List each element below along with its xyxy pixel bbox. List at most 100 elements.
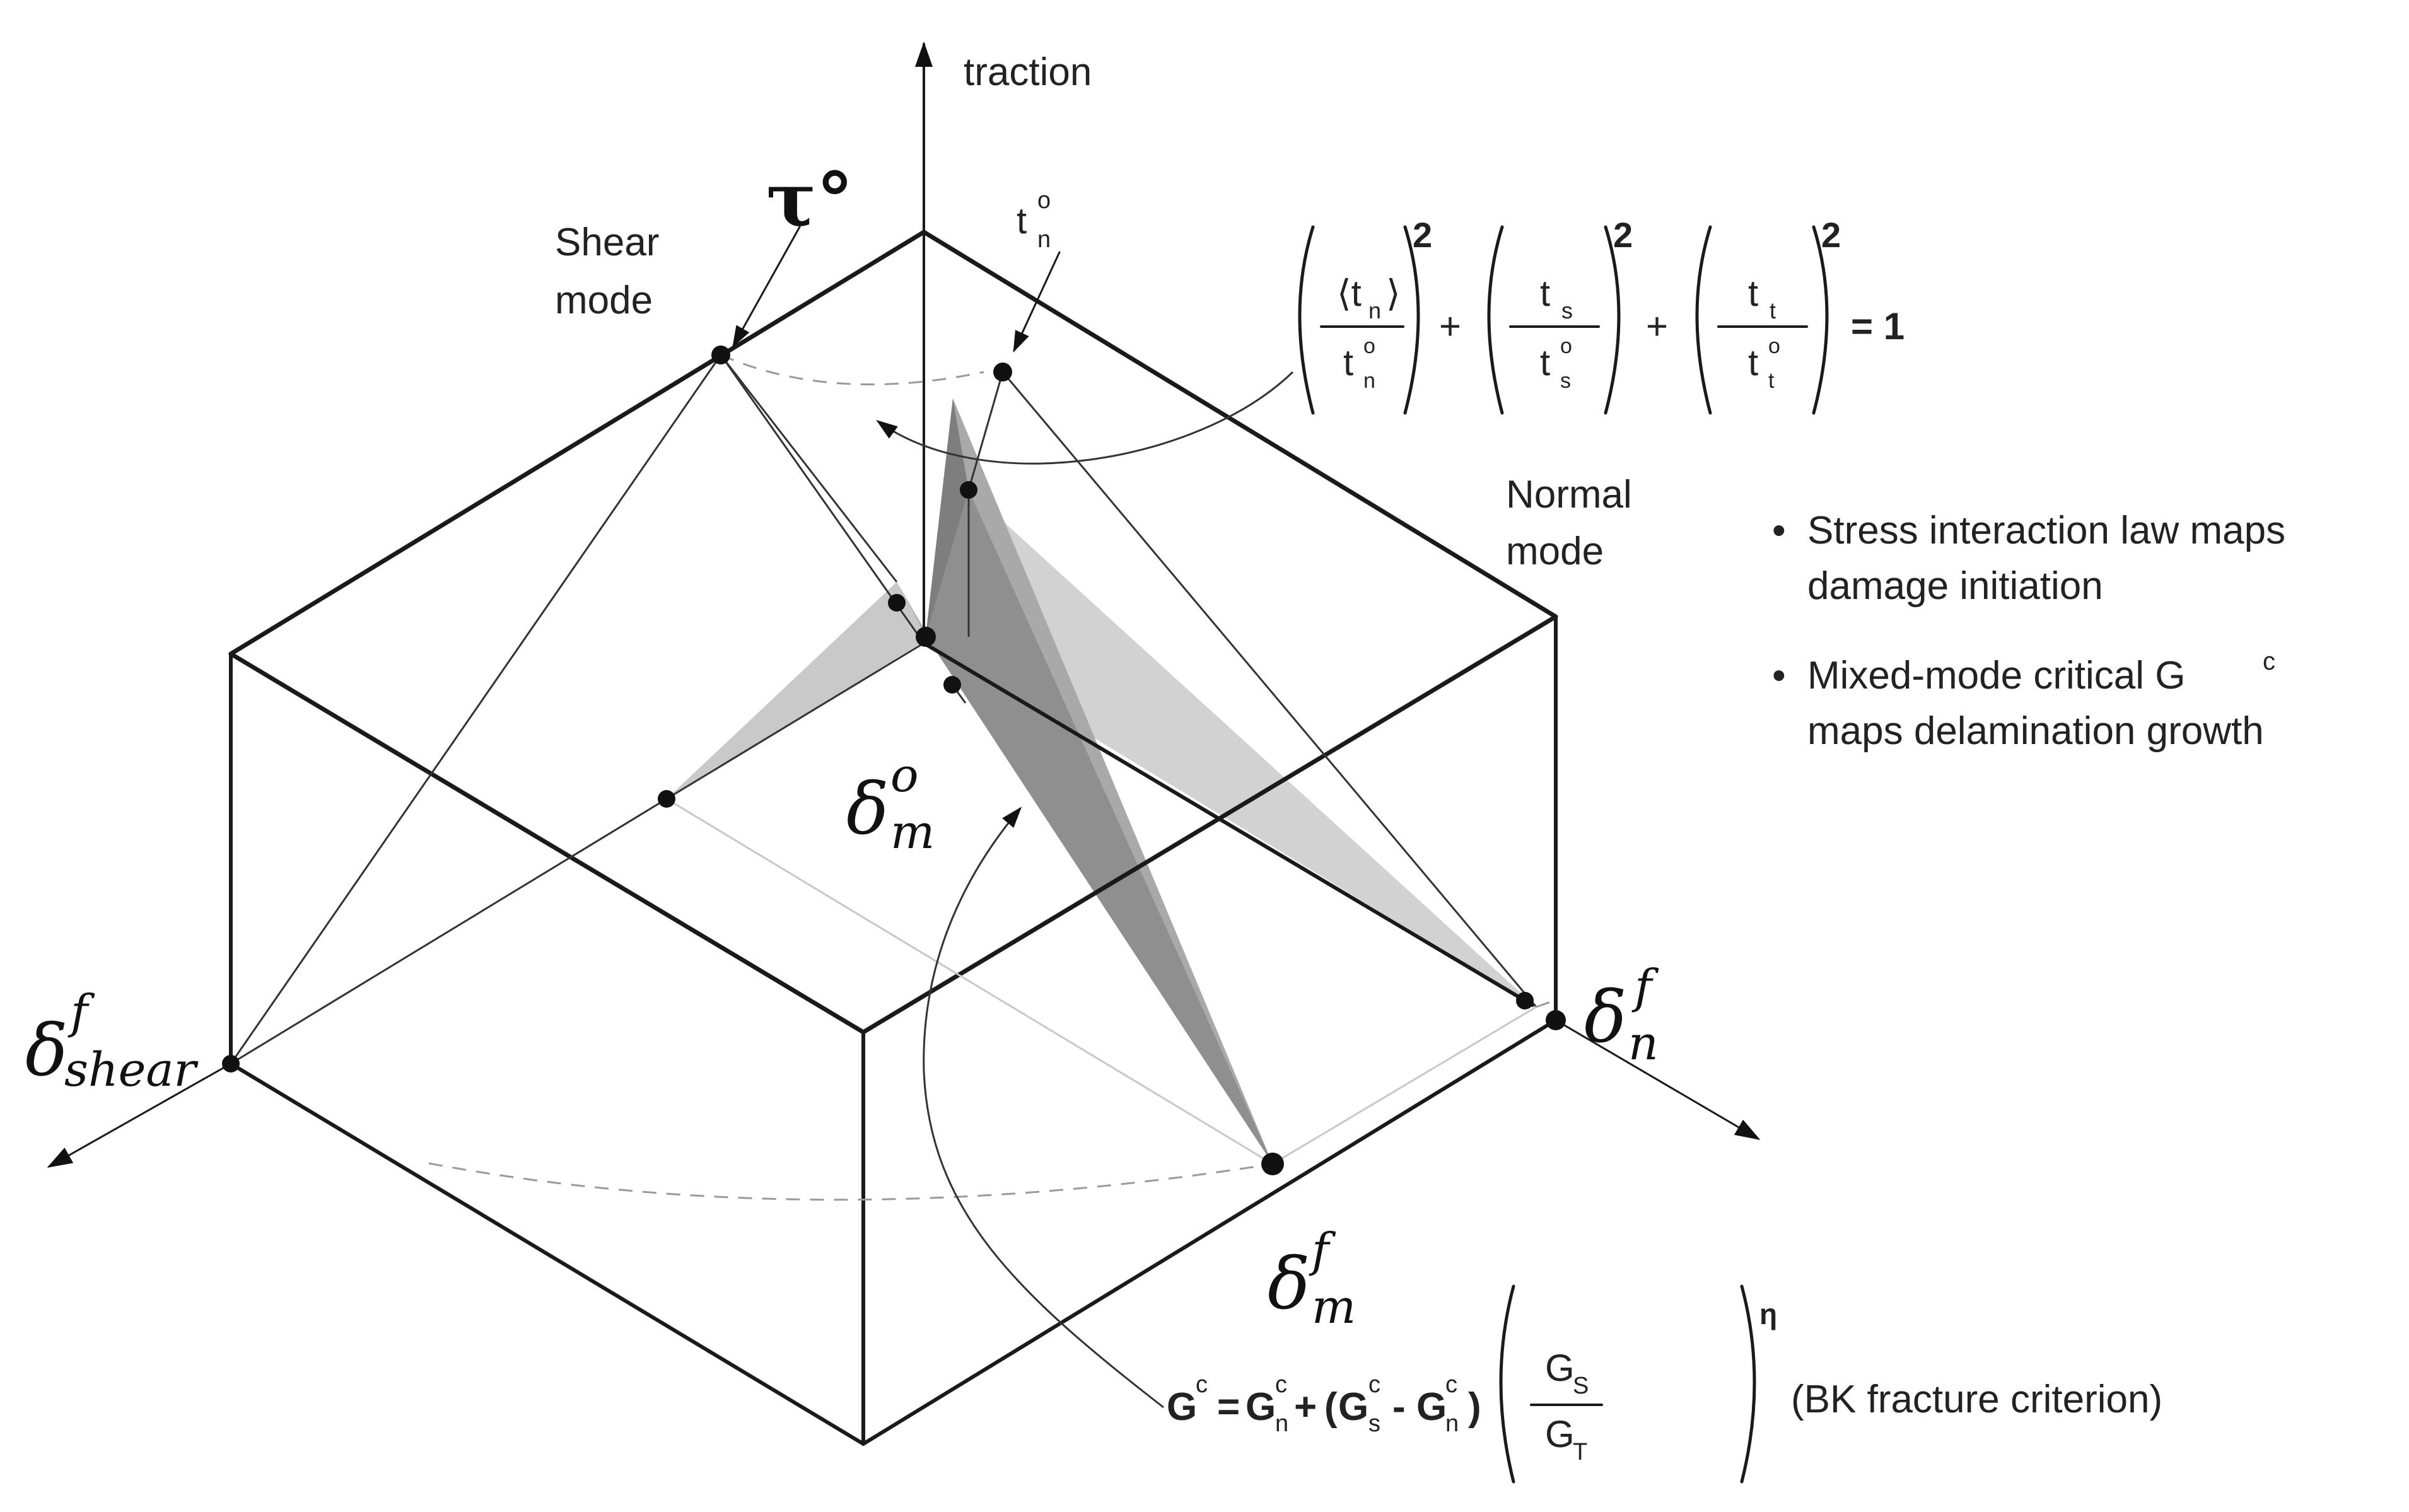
bullet-item: • Mixed-mode critical G c maps delaminat… (1772, 648, 2275, 753)
paren-1-open (1298, 225, 1315, 415)
svg-text:n: n (1628, 1016, 1659, 1071)
svg-text:S: S (1573, 1373, 1589, 1399)
mixed-peak-point (960, 481, 977, 499)
svg-text:2: 2 (1613, 215, 1633, 255)
svg-text:Mixed-mode critical G: Mixed-mode critical G (1807, 654, 2185, 697)
shear-mode-label-line2: mode (555, 279, 653, 322)
quadratic-stress-equation: ⟨t n ⟩ t o n 2 + t s t o s 2 + t t t o t… (1298, 215, 1904, 415)
svg-text:(: ( (1324, 1385, 1338, 1429)
svg-text:t: t (1748, 342, 1758, 383)
svg-text:t: t (1540, 342, 1550, 383)
svg-text:δ: δ (25, 1010, 67, 1092)
svg-text:n: n (1368, 298, 1381, 323)
svg-text:t: t (1017, 201, 1027, 241)
svg-text:G: G (1167, 1385, 1197, 1429)
svg-text:δ: δ (1584, 977, 1626, 1059)
shear-plane-point (888, 594, 906, 612)
svg-text:2: 2 (1413, 215, 1432, 255)
shear-onset-point (658, 790, 675, 808)
construction-lines (230, 354, 1558, 1201)
svg-text:•: • (1772, 509, 1786, 552)
delta-shear-label: δ f shear (25, 985, 199, 1097)
svg-text:+: + (1439, 305, 1461, 347)
normal-mode-label-line1: Normal (1506, 473, 1632, 516)
normal-mode-label-line2: mode (1506, 530, 1604, 573)
svg-text:⟨t: ⟨t (1337, 273, 1362, 314)
bk-paren-close (1740, 1284, 1756, 1484)
normal-final-point (1546, 1010, 1566, 1030)
svg-text:c: c (1196, 1371, 1208, 1398)
svg-text:G: G (1245, 1385, 1276, 1429)
svg-text:shear: shear (64, 1043, 199, 1097)
normal-final-point-a (1516, 992, 1534, 1009)
svg-text:s: s (1561, 298, 1573, 323)
paren-3-close (1812, 225, 1829, 415)
mixed-final-point (1261, 1153, 1284, 1175)
tn0-label: t o n (1017, 187, 1051, 253)
traction-axis-label: traction (964, 50, 1092, 94)
svg-text:m: m (890, 805, 935, 859)
svg-text:δ: δ (846, 769, 889, 851)
paren-1-close (1403, 225, 1420, 415)
key-points (222, 346, 1566, 1175)
svg-text:damage initiation: damage initiation (1807, 564, 2103, 608)
svg-text:s: s (1560, 369, 1571, 393)
delta-m-o-label: δ o m (846, 748, 935, 859)
bk-paren-open (1499, 1284, 1515, 1484)
axes (47, 42, 1761, 1168)
svg-text:t: t (1748, 273, 1758, 314)
svg-text:n: n (1037, 226, 1051, 253)
paren-3-open (1695, 225, 1712, 415)
svg-text:n: n (1363, 369, 1375, 393)
svg-text:c: c (1368, 1371, 1380, 1398)
svg-text:o: o (1768, 334, 1780, 358)
svg-text:T: T (1573, 1439, 1587, 1465)
svg-text:f: f (67, 985, 95, 1039)
svg-text:+: + (1646, 305, 1668, 347)
svg-text:⟩: ⟩ (1386, 273, 1401, 314)
delta-n-label: δ f n (1584, 960, 1659, 1071)
svg-text:o: o (1037, 187, 1051, 214)
svg-text:c: c (2263, 648, 2275, 675)
svg-text:t: t (1540, 273, 1550, 314)
shear-mode-label-line1: Shear (555, 221, 659, 264)
bk-fracture-equation: G c = G c n + ( G c s - G c n ) G S G T … (1167, 1284, 2162, 1484)
bullet-item: • Stress interaction law maps damage ini… (1772, 509, 2285, 608)
svg-text:= 1: = 1 (1851, 305, 1904, 347)
svg-text:m: m (1312, 1280, 1356, 1334)
paren-2-close (1604, 225, 1621, 415)
svg-text:δ: δ (1268, 1243, 1310, 1325)
svg-text:f: f (1631, 960, 1659, 1014)
svg-text:G: G (1545, 1413, 1575, 1455)
svg-text:-: - (1392, 1385, 1406, 1429)
svg-text:f: f (1309, 1223, 1336, 1277)
tau-label: τ° (766, 156, 853, 243)
svg-text:maps delamination growth: maps delamination growth (1807, 709, 2264, 753)
svg-text:s: s (1368, 1410, 1380, 1437)
svg-text:=: = (1217, 1385, 1240, 1429)
svg-text:n: n (1445, 1410, 1459, 1437)
svg-text:+: + (1294, 1385, 1317, 1429)
svg-text:2: 2 (1821, 215, 1841, 255)
svg-text:c: c (1445, 1371, 1457, 1398)
origin-point (916, 627, 936, 647)
mixed-mode-plane (926, 398, 1273, 1164)
paren-2-open (1487, 225, 1504, 415)
mixed-onset-point (943, 676, 961, 694)
svg-text:t: t (1768, 369, 1775, 393)
bullet-list: • Stress interaction law maps damage ini… (1772, 509, 2285, 753)
svg-text:(BK fracture criterion): (BK fracture criterion) (1791, 1378, 2162, 1421)
svg-text:η: η (1759, 1298, 1777, 1330)
pointer-arrows (732, 226, 1294, 1409)
shear-peak-point (711, 346, 730, 364)
svg-text:t: t (1343, 342, 1353, 383)
svg-text:n: n (1275, 1410, 1288, 1437)
delta-m-f-label: δ f m (1268, 1223, 1356, 1334)
svg-text:): ) (1468, 1385, 1481, 1429)
svg-text:t: t (1770, 298, 1776, 323)
svg-text:c: c (1275, 1371, 1287, 1398)
svg-text:o: o (1363, 334, 1375, 358)
shear-final-point (222, 1055, 240, 1073)
normal-peak-point (993, 363, 1012, 381)
